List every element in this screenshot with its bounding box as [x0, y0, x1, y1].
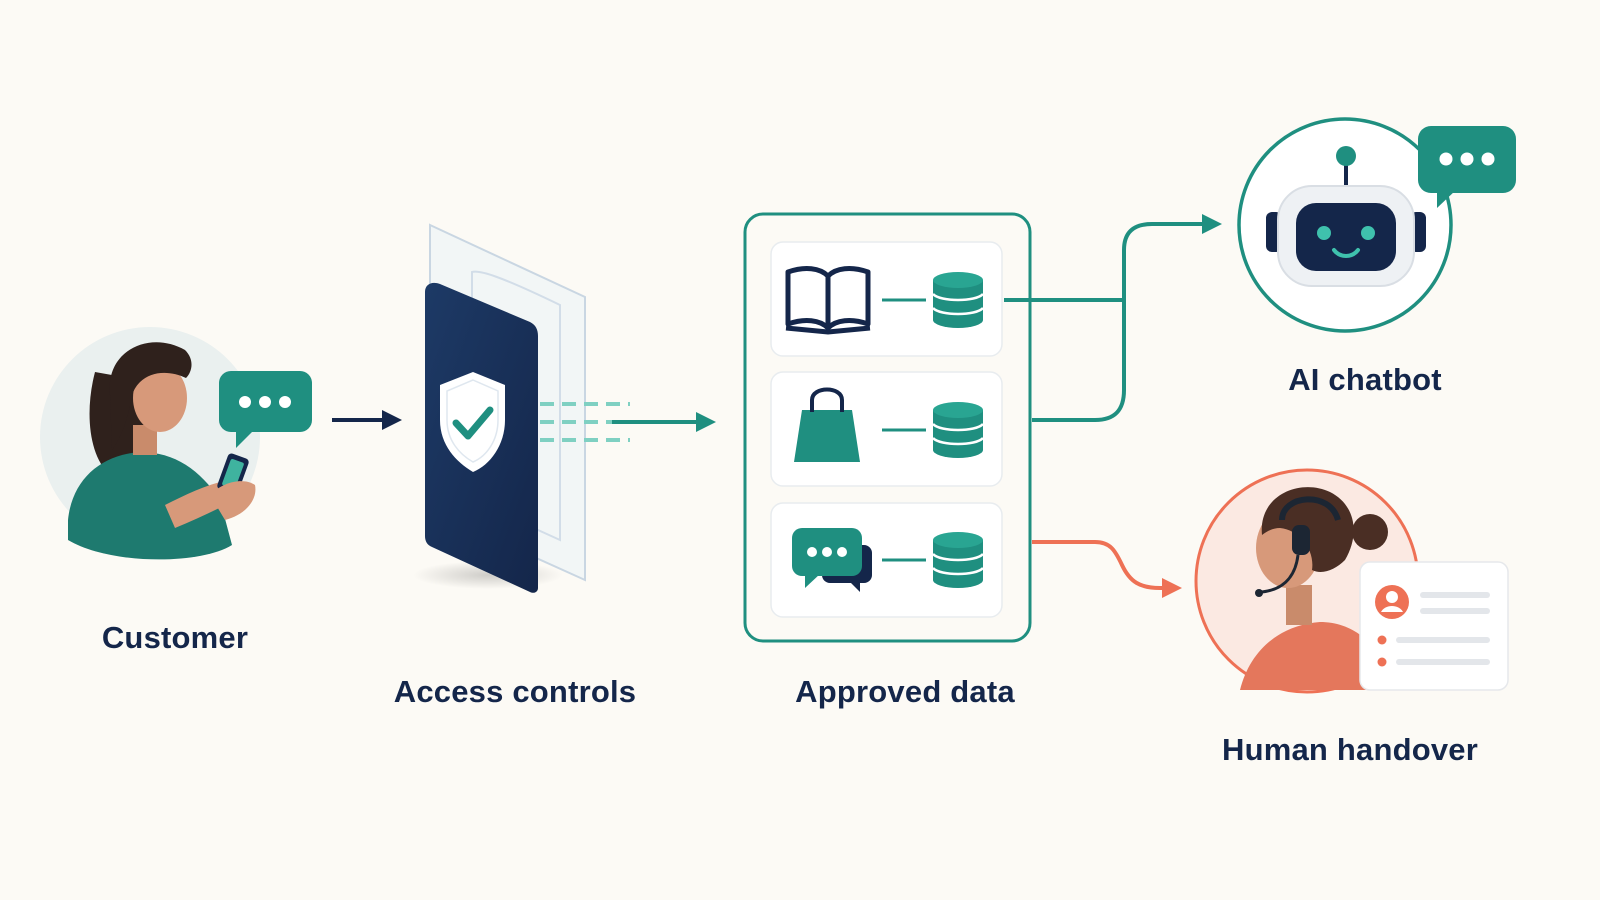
profile-card-icon	[1359, 561, 1509, 691]
data-source-card-conversations	[770, 502, 1003, 618]
ai-chat-bubble-icon	[1418, 126, 1516, 208]
ai-chatbot-label: AI chatbot	[1288, 362, 1442, 397]
data-source-card-knowledge	[770, 241, 1003, 357]
shield-check-icon	[440, 372, 505, 472]
access-controls-node	[413, 223, 630, 593]
book-icon	[785, 266, 871, 335]
shopping-bag-icon	[794, 387, 860, 462]
data-source-card-orders	[770, 371, 1003, 487]
arrow-approved-to-human	[1032, 540, 1182, 598]
robot-icon	[1266, 146, 1426, 287]
human-handover-label: Human handover	[1221, 732, 1478, 767]
database-icon	[932, 272, 984, 328]
approved-data-label: Approved data	[795, 674, 1015, 709]
customer-person-icon	[68, 342, 256, 560]
arrow-approved-to-ai	[1004, 214, 1222, 422]
customer-chat-bubble-icon	[219, 371, 312, 448]
customer-label: Customer	[101, 620, 249, 655]
chat-icon	[792, 528, 872, 592]
agent-person-icon	[1240, 487, 1388, 690]
ai-chatbot-node	[1237, 117, 1516, 333]
customer-node	[40, 327, 312, 560]
approved-data-node	[743, 212, 1032, 643]
human-handover-node	[1194, 468, 1509, 694]
access-controls-label: Access controls	[393, 674, 637, 709]
database-icon	[932, 402, 984, 458]
database-icon	[932, 532, 984, 588]
